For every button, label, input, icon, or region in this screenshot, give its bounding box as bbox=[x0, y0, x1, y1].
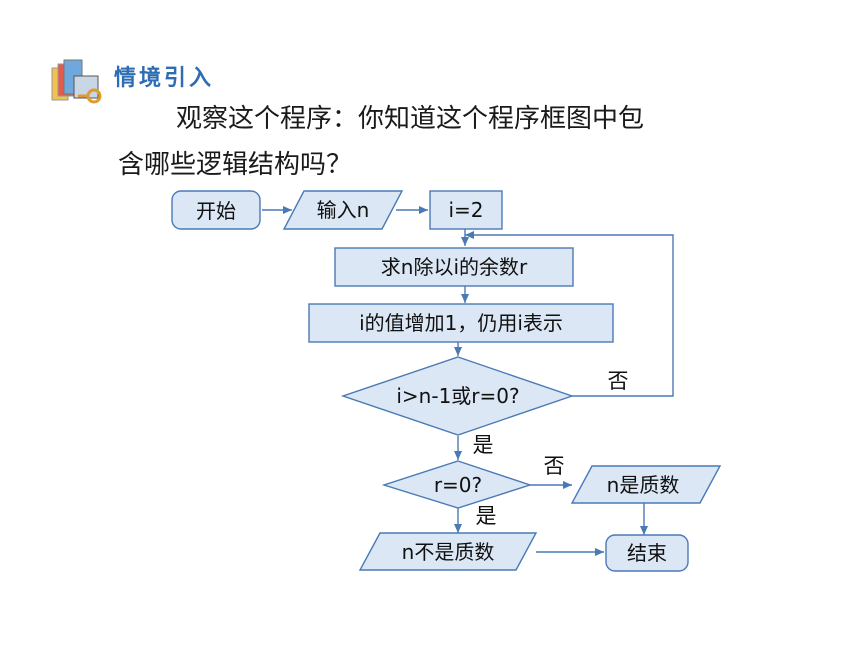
increment-label: i的值增加1，仍用i表示 bbox=[359, 311, 563, 335]
cond1-no-label: 否 bbox=[608, 369, 629, 393]
intro-line-1: 观察这个程序：你知道这个程序框图中包 bbox=[176, 104, 645, 134]
cond1-yes-label: 是 bbox=[473, 433, 494, 457]
cond1-label: i>n-1或r=0? bbox=[396, 384, 519, 408]
section-title: 情境引入 bbox=[114, 66, 215, 91]
input-node bbox=[282, 190, 404, 230]
init-label: i=2 bbox=[448, 198, 483, 222]
notprime-node bbox=[358, 532, 538, 571]
books-key-icon bbox=[51, 59, 102, 104]
increment-node bbox=[308, 303, 614, 343]
remainder-label: 求n除以i的余数r bbox=[381, 255, 528, 279]
cond2-yes-label: 是 bbox=[476, 504, 497, 528]
end-node bbox=[605, 534, 689, 572]
start-label: 开始 bbox=[196, 199, 236, 223]
notprime-label: n不是质数 bbox=[402, 540, 495, 564]
cond2-label: r=0? bbox=[434, 473, 482, 497]
end-label: 结束 bbox=[627, 541, 667, 565]
prime-node bbox=[570, 465, 722, 504]
init-node bbox=[429, 190, 503, 230]
connectors bbox=[262, 206, 674, 556]
prime-label: n是质数 bbox=[607, 473, 680, 497]
intro-line-2: 含哪些逻辑结构吗？ bbox=[118, 150, 353, 180]
section-header: 情境引入 bbox=[48, 58, 288, 108]
cond2-node bbox=[381, 460, 533, 509]
cond1-node bbox=[340, 356, 575, 436]
intro-paragraph: 观察这个程序：你知道这个程序框图中包 含哪些逻辑结构吗？ bbox=[118, 96, 768, 188]
start-node bbox=[171, 190, 261, 230]
remainder-node bbox=[334, 247, 574, 287]
input-label: 输入n bbox=[317, 198, 370, 222]
cond2-no-label: 否 bbox=[544, 454, 565, 478]
edge-cond1-loop-back bbox=[465, 231, 674, 397]
